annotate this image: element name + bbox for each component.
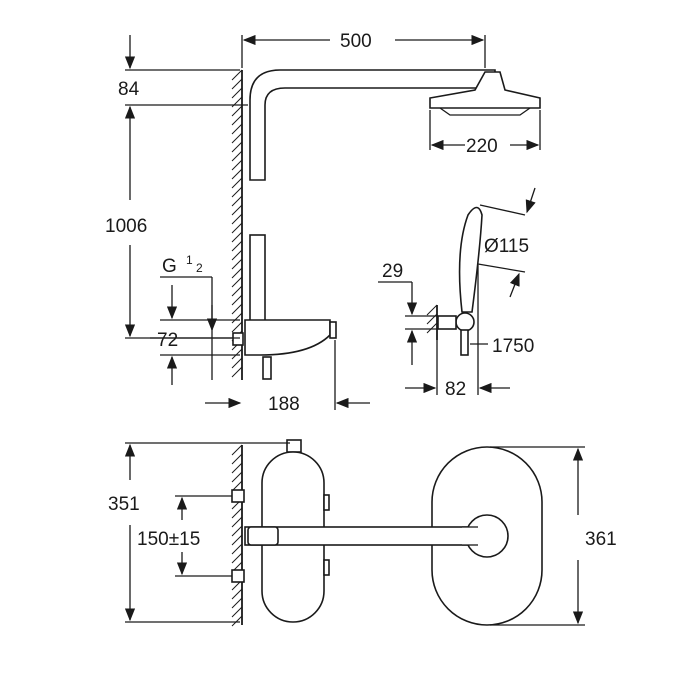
wall-hatch-line — [231, 444, 243, 456]
wall-hatch-line — [231, 321, 243, 333]
wall-hatch-line — [231, 177, 243, 189]
hand-shower-side — [426, 206, 483, 356]
dim-220: 220 — [466, 136, 498, 157]
wall-hatch-line — [231, 231, 243, 243]
wall-hatch-line — [231, 222, 243, 234]
dim-1750: 1750 — [492, 336, 534, 357]
wall-hatch-line — [231, 312, 243, 324]
svg-text:1: 1 — [186, 253, 193, 267]
dim-72: 72 — [157, 330, 178, 351]
dim-361: 361 — [585, 529, 617, 550]
wall-hatch-line — [231, 588, 243, 600]
dim-500: 500 — [340, 31, 372, 52]
wall-hatch-line — [231, 525, 243, 537]
dim-29: 29 — [382, 261, 403, 282]
wall-hatch-line — [231, 453, 243, 465]
wall-hatch-line — [231, 114, 243, 126]
wall-hatch-line — [231, 552, 243, 564]
dim-351: 351 — [108, 494, 140, 515]
dim-thread: G — [162, 256, 177, 277]
wall-hatch-line — [231, 285, 243, 297]
wall-hatch-line — [231, 516, 243, 528]
wall-hatch-line — [231, 186, 243, 198]
wall-side-view — [231, 69, 243, 380]
shower-head-side — [429, 71, 541, 116]
wall-hatch-line — [231, 462, 243, 474]
wall-hatch-line — [231, 78, 243, 90]
wall-hatch-line — [231, 357, 243, 369]
wall-hatch-line — [426, 304, 438, 316]
wall-hatch-line — [231, 348, 243, 360]
dim-82: 82 — [445, 379, 466, 400]
wall-hatch-line — [426, 322, 438, 334]
wall-hatch-line — [231, 87, 243, 99]
wall-hatch-line — [231, 132, 243, 144]
wall-hatch-line — [231, 276, 243, 288]
wall-hatch-line — [231, 195, 243, 207]
wall-hatch-line — [231, 615, 243, 627]
dim-84: 84 — [118, 79, 140, 100]
dim-188: 188 — [268, 394, 300, 415]
wall-hatch-line — [231, 249, 243, 261]
wall-hatch-line — [231, 534, 243, 546]
wall-hatch-line — [231, 69, 243, 81]
dim-150: 150±15 — [137, 529, 200, 550]
wall-hatch-line — [231, 258, 243, 270]
svg-text:2: 2 — [196, 261, 203, 275]
wall-hatch-line — [231, 597, 243, 609]
wall-hatch-line — [231, 213, 243, 225]
shower-column-side — [232, 69, 496, 380]
wall-hatch-line — [231, 303, 243, 315]
wall-hatch-line — [231, 294, 243, 306]
wall-hatch-line — [231, 240, 243, 252]
wall-hatch-line — [231, 141, 243, 153]
wall-hatch-line — [231, 366, 243, 378]
wall-hatch-line — [231, 168, 243, 180]
shower-head-plan — [244, 446, 543, 626]
wall-hatch-line — [231, 159, 243, 171]
wall-plan-view — [231, 444, 243, 627]
wall-hatch-line — [231, 507, 243, 519]
dim-1006: 1006 — [105, 216, 147, 237]
wall-hatch-line — [231, 123, 243, 135]
wall-hatch-line — [231, 204, 243, 216]
wall-hatch-line — [231, 267, 243, 279]
wall-hatch-line — [231, 606, 243, 618]
wall-hatch-line — [231, 105, 243, 117]
wall-hatch-line — [231, 471, 243, 483]
dim-115: Ø115 — [484, 236, 529, 257]
wall-hatch-line — [231, 150, 243, 162]
wall-hatch-line — [231, 543, 243, 555]
